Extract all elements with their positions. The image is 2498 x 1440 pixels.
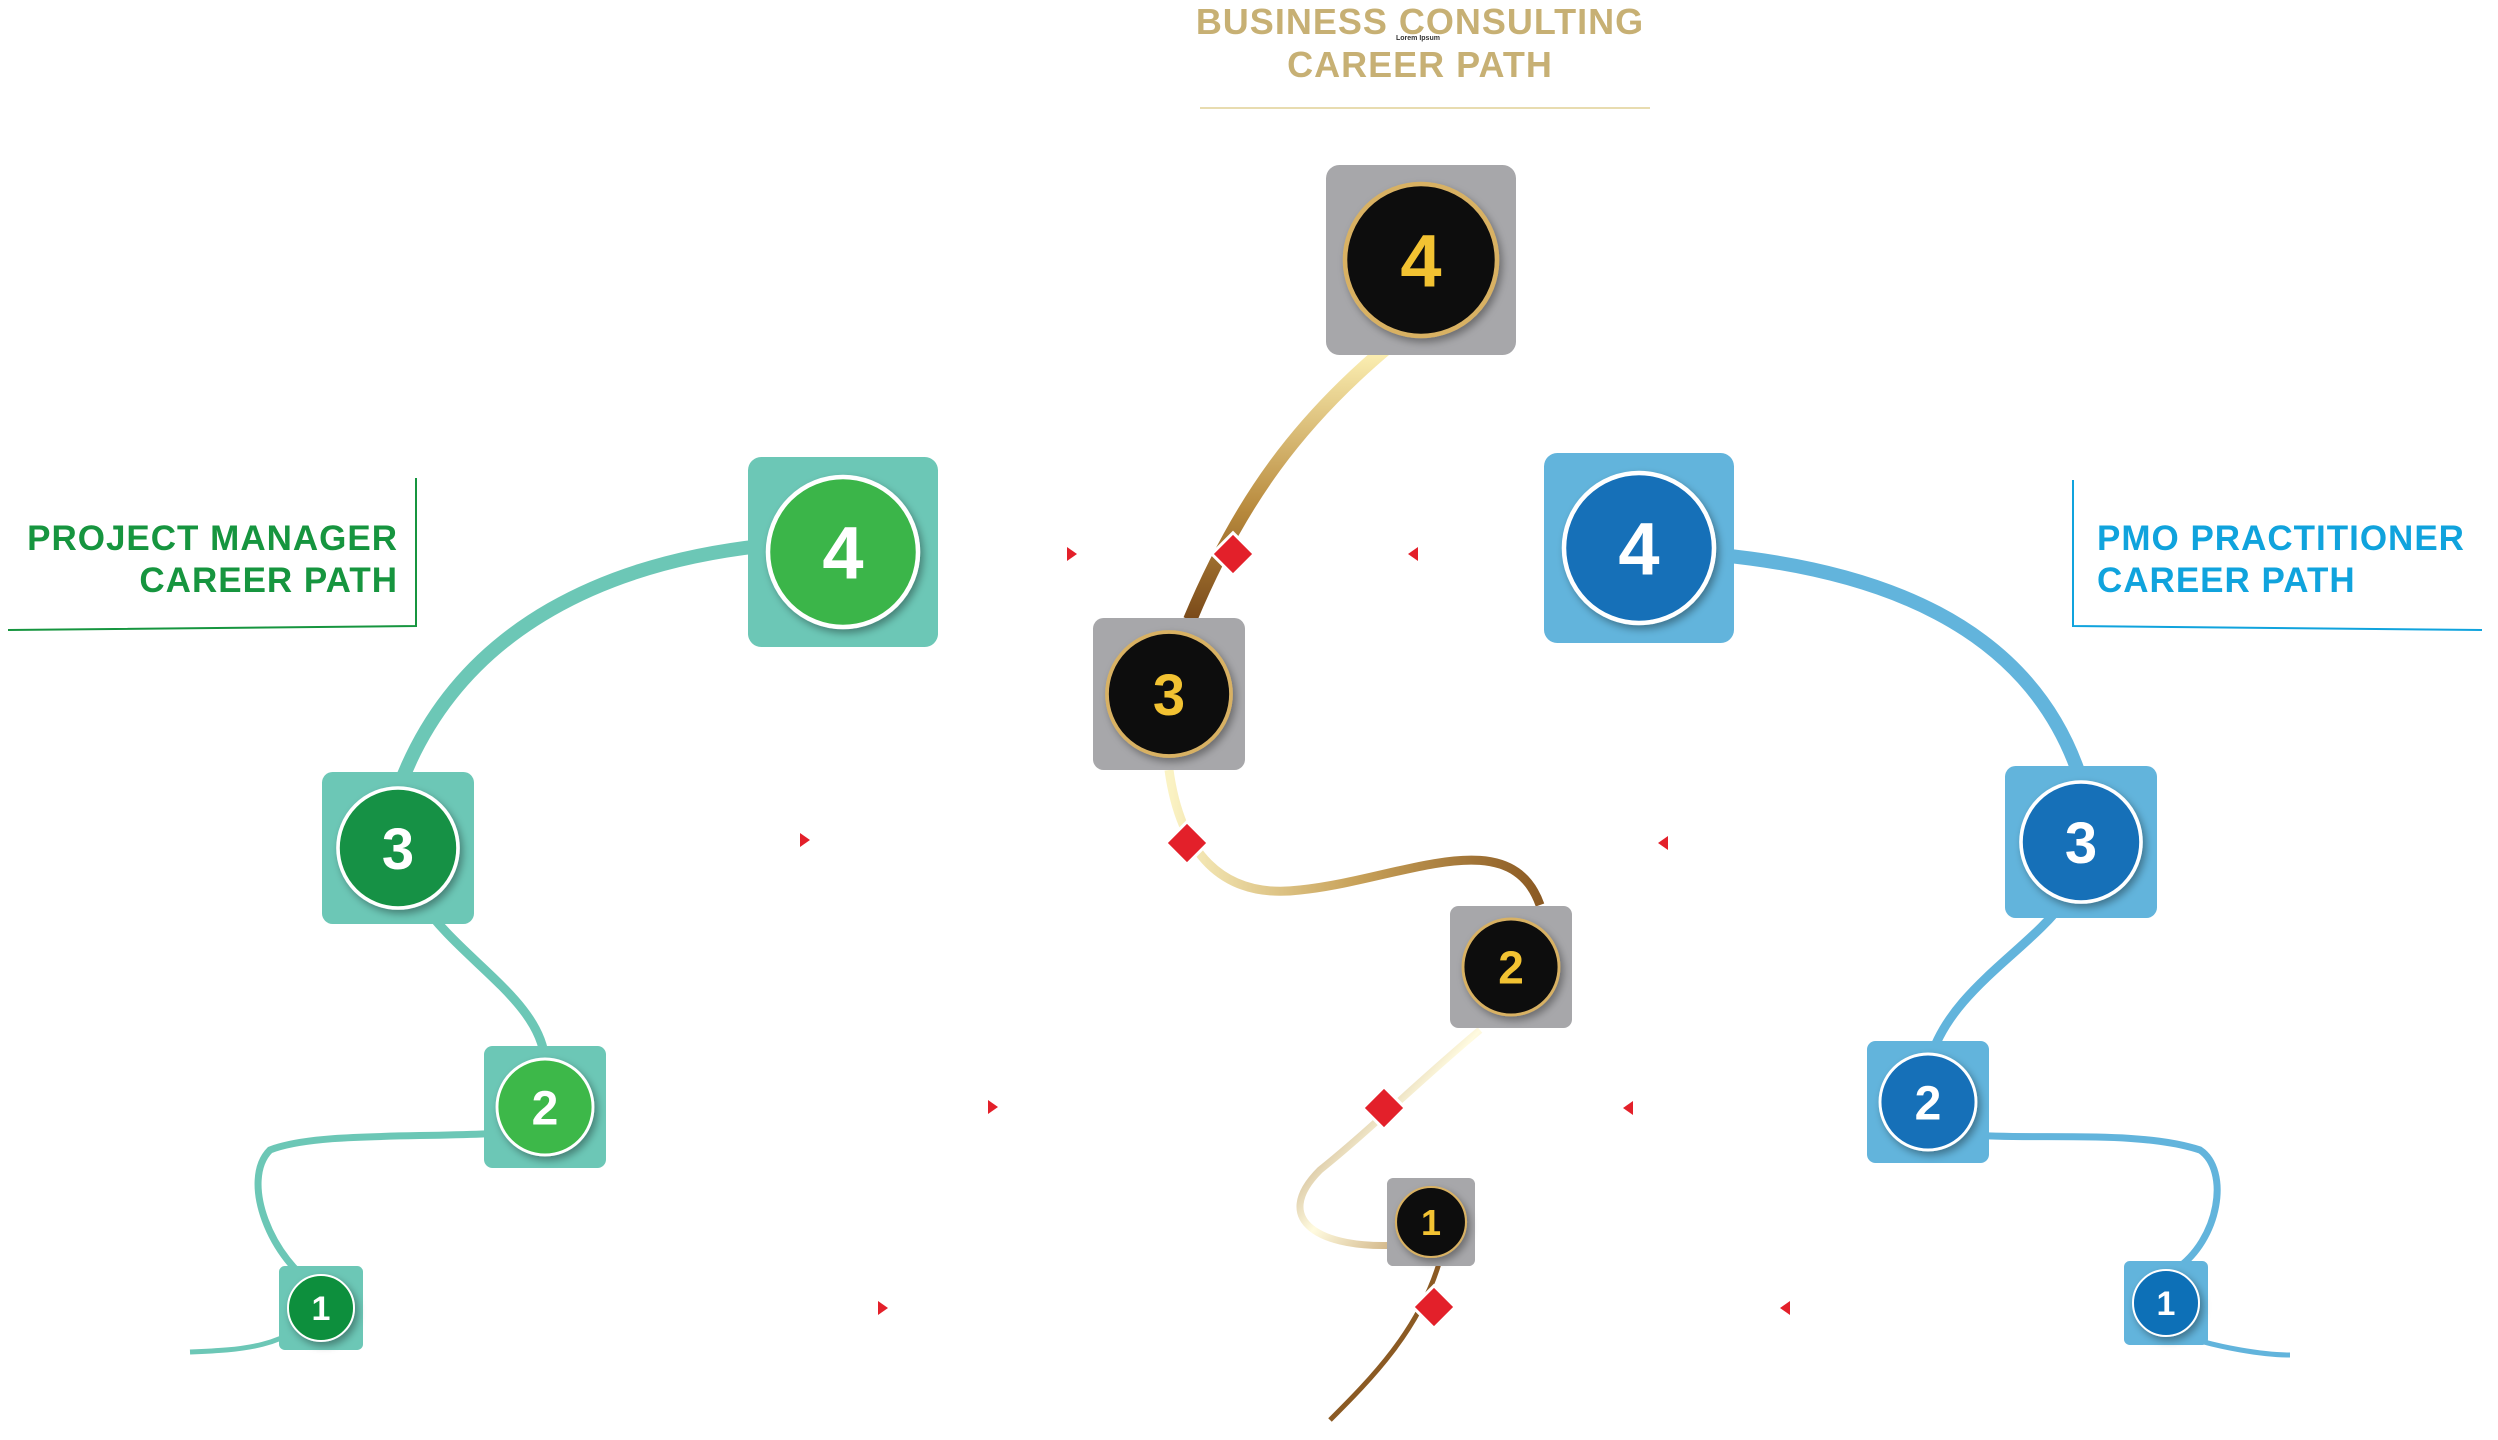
triangle-pointer <box>878 1301 888 1315</box>
pmo-title-bracket <box>2072 480 2483 631</box>
project-step-number: 2 <box>532 1082 559 1135</box>
project-manager-title: PROJECT MANAGER CAREER PATH <box>0 518 398 602</box>
business-step-circle <box>1342 181 1500 339</box>
project-step-circle <box>495 1057 595 1157</box>
triangle-pointer <box>1067 547 1077 561</box>
project-title-line1: PROJECT MANAGER <box>27 519 398 558</box>
business-step-number: 3 <box>1153 663 1185 728</box>
pmo-step-1: 1 <box>2124 1261 2208 1345</box>
project-step-2: 2 <box>484 1046 606 1168</box>
connector-lines <box>189 339 2291 1422</box>
project-step-number: 4 <box>822 512 863 595</box>
business-step-number: 1 <box>1421 1202 1441 1243</box>
pmo-connector-2-3 <box>1925 897 2069 1062</box>
project-step-circle <box>765 474 921 630</box>
pmo-step-number: 3 <box>2065 811 2097 876</box>
pmo-connector-1-2 <box>1969 1131 2221 1273</box>
project-step-circle <box>287 1274 355 1342</box>
business-title-line2: CAREER PATH <box>1287 44 1553 86</box>
triangle-pointer <box>1623 1101 1633 1115</box>
business-connector-3-4 <box>1183 339 1395 623</box>
pmo-step-number: 1 <box>2157 1285 2176 1323</box>
pmo-step-circle <box>1561 470 1717 626</box>
business-step-1: 1 <box>1387 1178 1475 1266</box>
business-step-4: 4 <box>1326 165 1516 355</box>
diamond-markers <box>1163 530 1458 1331</box>
diamond-marker <box>1163 819 1211 867</box>
business-title-line1: BUSINESS CONSULTING <box>1195 1 1645 42</box>
business-step-number: 4 <box>1400 220 1441 303</box>
business-connector-2-3 <box>1164 769 1545 907</box>
business-consulting-title: BUSINESS CONSULTING CAREER PATH <box>1170 0 1670 86</box>
triangle-pointer <box>1408 547 1418 561</box>
business-step-2: 2 <box>1450 906 1572 1028</box>
pmo-title-line1: PMO PRACTITIONER <box>2097 519 2465 558</box>
pmo-step-circle <box>1878 1052 1978 1152</box>
project-step-4: 4 <box>748 457 938 647</box>
business-connector-tail <box>1328 1259 1443 1422</box>
pmo-step-2: 2 <box>1867 1041 1989 1163</box>
project-step-number: 3 <box>382 817 414 882</box>
pmo-step-circle <box>2019 780 2143 904</box>
project-step-number: 1 <box>312 1290 331 1328</box>
project-step-3: 3 <box>322 772 474 924</box>
business-title-subtext: Lorem Ipsum <box>1396 35 1440 42</box>
business-step-circle <box>1105 630 1233 758</box>
business-connector-1-2 <box>1296 1027 1483 1250</box>
project-step-1: 1 <box>279 1266 363 1350</box>
pmo-step-number: 4 <box>1618 508 1659 591</box>
diamond-marker <box>1410 1283 1458 1331</box>
pmo-title-line2: CAREER PATH <box>2097 561 2356 600</box>
pmo-step-circle <box>2132 1269 2200 1337</box>
triangle-pointer <box>1658 836 1668 850</box>
pmo-step-number: 2 <box>1915 1077 1942 1130</box>
diamond-marker <box>1360 1084 1408 1132</box>
pmo-step-3: 3 <box>2005 766 2157 918</box>
triangle-pointer <box>800 833 810 847</box>
project-step-circle <box>336 786 460 910</box>
project-connector-3-4 <box>391 538 771 793</box>
project-title-bracket <box>7 478 417 631</box>
business-step-circle <box>1394 1185 1468 1259</box>
pmo-connector-3-4 <box>1719 548 2088 783</box>
diamond-marker <box>1209 530 1257 578</box>
pmo-practitioner-title: PMO PRACTITIONER CAREER PATH <box>2097 518 2497 602</box>
business-step-number: 2 <box>1498 942 1524 994</box>
triangle-pointers <box>800 547 1790 1315</box>
triangle-pointer <box>988 1100 998 1114</box>
pmo-step-4: 4 <box>1544 453 1734 643</box>
business-step-circle <box>1461 917 1561 1017</box>
project-title-line2: CAREER PATH <box>139 561 398 600</box>
business-step-3: 3 <box>1093 618 1245 770</box>
step-nodes: 1 2 3 4 1 2 3 4 1 2 3 4 <box>279 165 2208 1350</box>
triangle-pointer <box>1780 1301 1790 1315</box>
project-connector-1-2 <box>254 1126 546 1294</box>
